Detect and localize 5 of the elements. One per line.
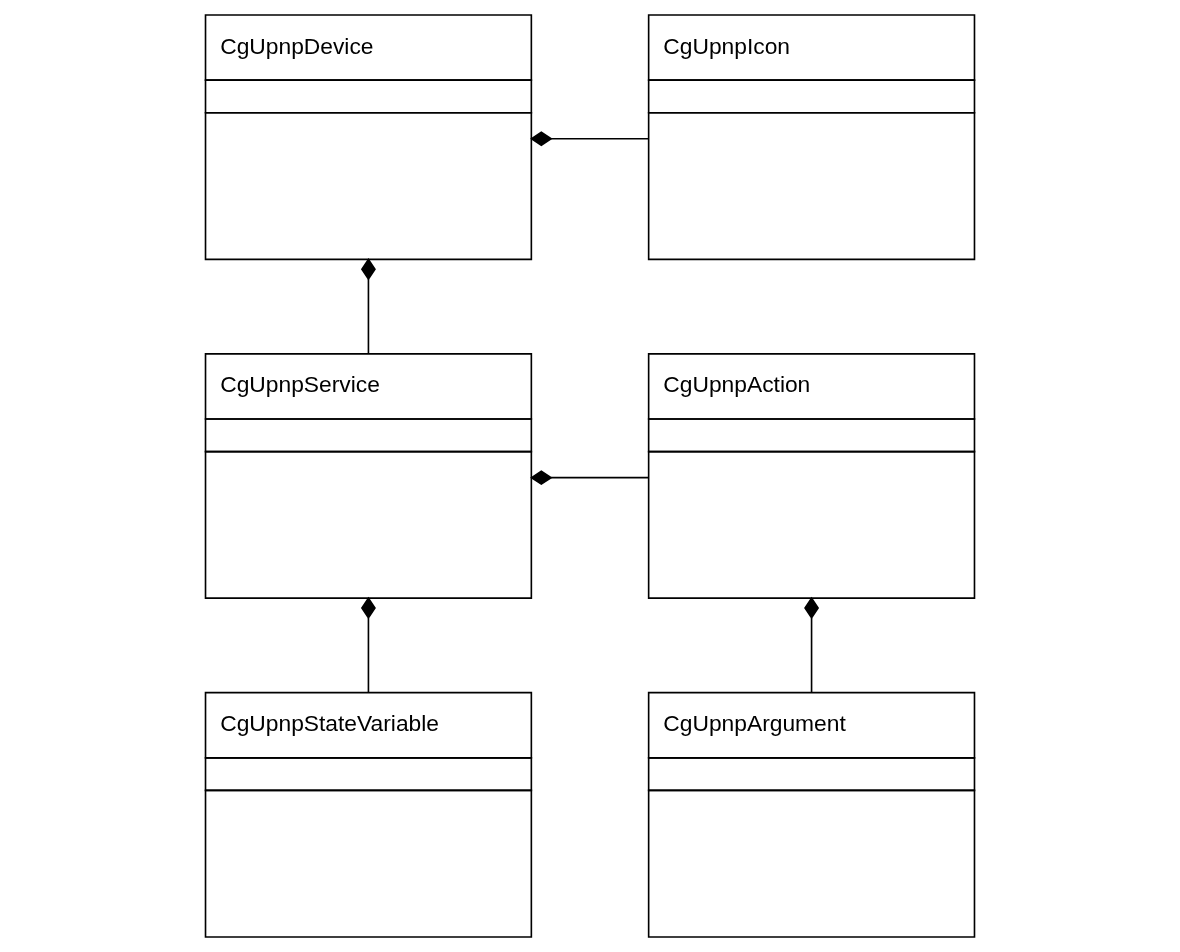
- connector: [530, 470, 649, 486]
- connector: [360, 258, 376, 355]
- connector: [530, 131, 649, 147]
- connector: [360, 596, 376, 693]
- connector: [804, 596, 820, 693]
